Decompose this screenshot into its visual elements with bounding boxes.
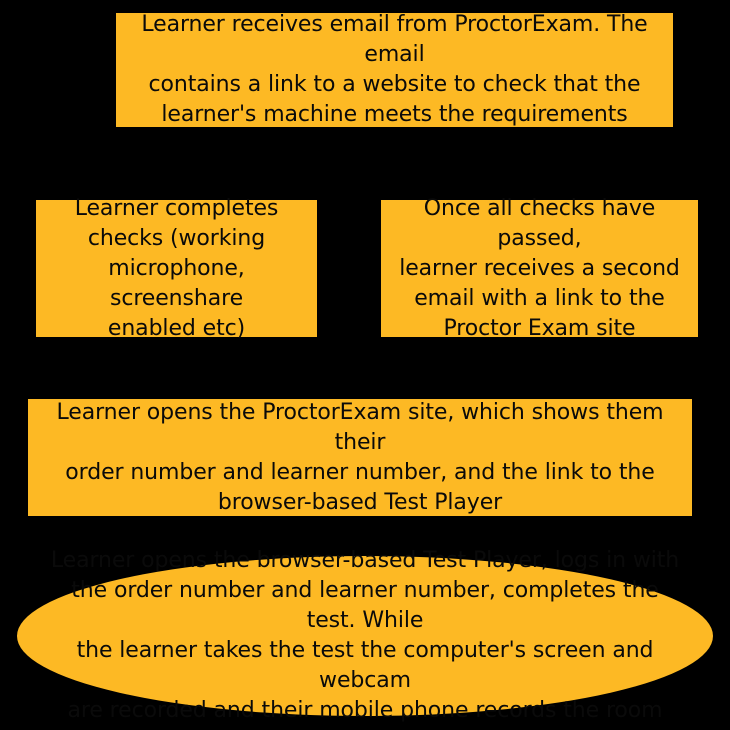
flow-node-second-email-label: Once all checks have passed, learner rec… xyxy=(399,195,680,341)
flow-node-email-received: Learner receives email from ProctorExam.… xyxy=(116,12,673,127)
flow-node-site-opened-label: Learner opens the ProctorExam site, whic… xyxy=(56,399,664,515)
flow-node-checks-completed: Learner completes checks (working microp… xyxy=(36,196,317,341)
flow-node-email-received-label: Learner receives email from ProctorExam.… xyxy=(141,12,648,127)
flow-node-test-taken-label: Learner opens the browser-based Test Pla… xyxy=(50,548,680,723)
flow-node-site-opened: Learner opens the ProctorExam site, whic… xyxy=(28,399,692,516)
flow-node-second-email: Once all checks have passed, learner rec… xyxy=(381,196,698,341)
flow-node-checks-completed-label: Learner completes checks (working microp… xyxy=(74,195,279,341)
flow-node-test-taken: Learner opens the browser-based Test Pla… xyxy=(17,548,713,723)
